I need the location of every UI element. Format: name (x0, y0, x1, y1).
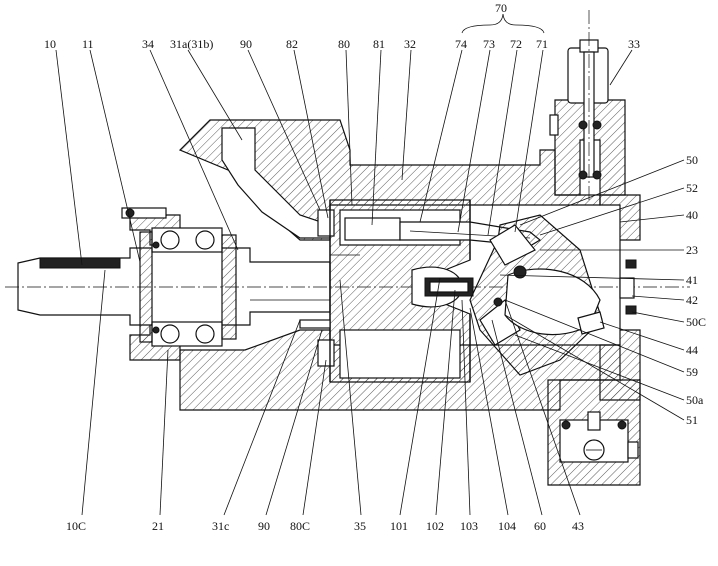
swash-plate (469, 214, 637, 376)
labels-bottom: 10C 21 31c 90 80C 35 101 102 103 104 60 … (66, 519, 584, 533)
label-104: 104 (498, 519, 516, 533)
label-60: 60 (534, 519, 546, 533)
label-10c: 10C (66, 519, 86, 533)
label-73: 73 (483, 37, 495, 51)
labels-right: 50 52 40 23 41 42 50C 44 59 50a 51 (686, 153, 706, 427)
label-10: 10 (44, 37, 56, 51)
label-42: 42 (686, 293, 698, 307)
label-43: 43 (572, 519, 584, 533)
label-101: 101 (390, 519, 408, 533)
label-40: 40 (686, 208, 698, 222)
label-41: 41 (686, 273, 698, 287)
labels-top: 10 11 34 31a(31b) 90 82 80 81 32 74 73 7… (44, 1, 640, 51)
drive-shaft (17, 247, 331, 326)
label-59: 59 (686, 365, 698, 379)
top-valve (549, 10, 609, 200)
label-34: 34 (142, 37, 154, 51)
label-32: 32 (404, 37, 416, 51)
label-82: 82 (286, 37, 298, 51)
label-50: 50 (686, 153, 698, 167)
label-33: 33 (628, 37, 640, 51)
label-23: 23 (686, 243, 698, 257)
label-21: 21 (152, 519, 164, 533)
label-31a-31b: 31a(31b) (170, 37, 213, 51)
label-80c: 80C (290, 519, 310, 533)
label-74: 74 (455, 37, 467, 51)
inner-lines (250, 200, 471, 382)
label-51: 51 (686, 413, 698, 427)
label-50a: 50a (686, 393, 704, 407)
label-50c: 50C (686, 315, 706, 329)
label-11: 11 (82, 37, 94, 51)
label-70: 70 (495, 1, 507, 15)
label-44: 44 (686, 343, 698, 357)
label-103: 103 (460, 519, 478, 533)
shaft-bearings (121, 207, 237, 347)
label-72: 72 (510, 37, 522, 51)
label-102: 102 (426, 519, 444, 533)
label-81: 81 (373, 37, 385, 51)
label-80: 80 (338, 37, 350, 51)
leader-lines (55, 13, 685, 516)
bottom-valve (559, 411, 639, 463)
label-90-bottom: 90 (258, 519, 270, 533)
label-52: 52 (686, 181, 698, 195)
label-71: 71 (536, 37, 548, 51)
label-31c: 31c (212, 519, 229, 533)
label-35: 35 (354, 519, 366, 533)
label-90-top: 90 (240, 37, 252, 51)
